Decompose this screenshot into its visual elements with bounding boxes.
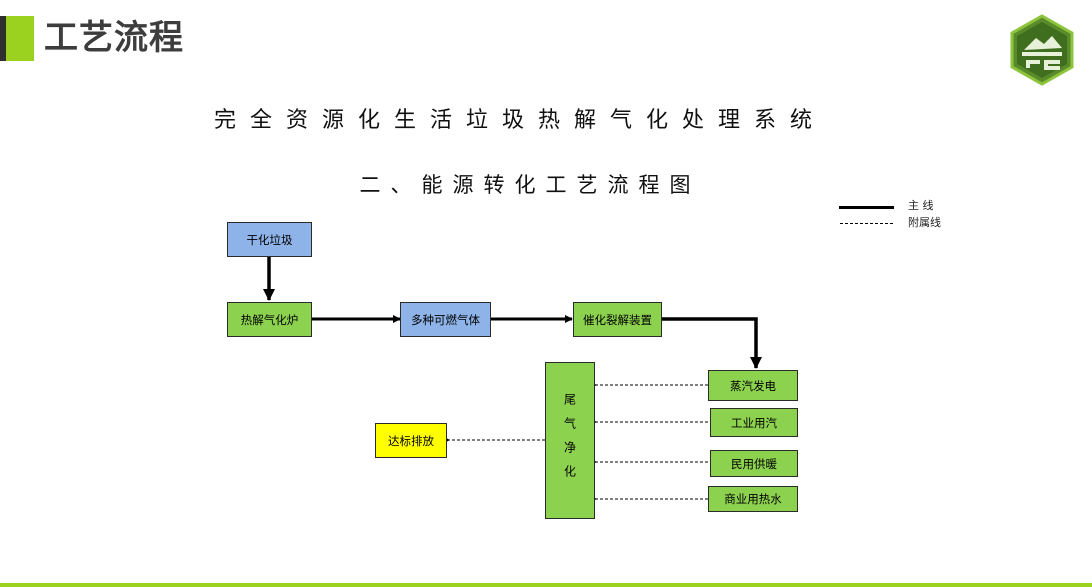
legend-auxiliary-line-label: 附属线 — [908, 216, 941, 229]
node-pyrolysis-furnace: 热解气化炉 — [227, 302, 312, 337]
arrow-cracking-to-steam — [662, 317, 762, 369]
node-civil-heating: 民用供暖 — [710, 450, 798, 477]
header-accent-bar — [0, 16, 34, 61]
node-steam-power: 蒸汽发电 — [708, 370, 798, 401]
node-commercial-hot-water: 商业用热水 — [708, 486, 798, 512]
diagram-title: 完全资源化生活垃圾热解气化处理系统 — [213, 108, 826, 133]
node-catalytic-cracking: 催化裂解装置 — [573, 302, 662, 337]
page-title: 工艺流程 — [44, 18, 184, 58]
legend-auxiliary-line-sample — [840, 223, 893, 224]
node-dry-waste: 干化垃圾 — [227, 222, 312, 257]
diagram-subtitle: 二、能源转化工艺流程图 — [359, 173, 701, 197]
node-industrial-steam: 工业用汽 — [710, 408, 798, 437]
node-combustible-gas: 多种可燃气体 — [400, 302, 491, 337]
legend-main-line-label: 主 线 — [908, 199, 934, 212]
footer-accent-line — [0, 583, 1092, 587]
node-discharge: 达标排放 — [375, 423, 447, 458]
node-tail-gas-purification: 尾气净化 — [545, 362, 595, 519]
company-logo — [1010, 14, 1074, 86]
legend-main-line-sample — [839, 206, 894, 209]
